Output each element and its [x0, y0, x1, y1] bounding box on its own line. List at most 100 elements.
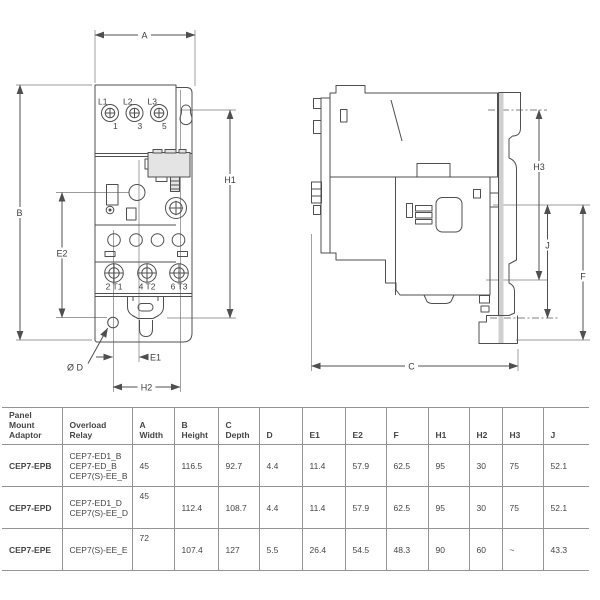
front-view: L1 L2 L3 1 3 5: [13, 29, 240, 393]
value-cell: 62.5: [386, 444, 429, 487]
cassette: [147, 152, 191, 178]
dim-label-hole-d: Ø D: [67, 363, 84, 373]
value-cell: 127: [218, 528, 260, 571]
dim-label-h2: H2: [141, 383, 153, 393]
value-cell: 4.4: [259, 444, 303, 487]
value-cell: ~: [502, 528, 544, 571]
terminal-pole-3: 3: [138, 121, 143, 131]
value-cell: 95: [428, 486, 470, 529]
dim-e1: E1: [96, 353, 161, 363]
value-cell: 52.1: [543, 444, 589, 487]
dim-b: B: [13, 84, 26, 341]
value-cell: 48.3: [386, 528, 429, 571]
value-cell: 72: [132, 528, 175, 571]
dim-j: J: [542, 204, 553, 319]
terminal-screw: [169, 263, 189, 283]
dim-label-a: A: [141, 31, 147, 41]
header-cell: H3: [502, 407, 544, 445]
value-cell: 107.4: [174, 528, 219, 571]
terminal-label-t1: 2 T1: [106, 282, 123, 292]
terminal-screw: [137, 263, 157, 283]
dim-label-j: J: [545, 241, 550, 251]
dim-e2: E2: [53, 192, 71, 318]
value-cell: 108.7: [218, 486, 260, 529]
value-cell: 112.4: [174, 486, 219, 529]
value-cell: 57.9: [345, 486, 387, 529]
dim-label-h3: H3: [533, 162, 545, 172]
value-cell: 54.5: [345, 528, 387, 571]
value-cell: 75: [502, 486, 544, 529]
dim-label-f: F: [580, 272, 586, 282]
terminal-screw: [104, 263, 124, 283]
dim-label-e2: E2: [56, 249, 67, 259]
value-cell: 11.4: [302, 444, 346, 487]
dim-h1: H1: [220, 109, 240, 319]
value-cell: 116.5: [174, 444, 219, 487]
value-cell: 30: [469, 486, 503, 529]
dim-label-h1: H1: [224, 175, 236, 185]
header-cell: E1: [302, 407, 346, 445]
relay-front-body: [94, 84, 193, 343]
terminal-screw: [125, 104, 144, 122]
terminal-screw: [150, 104, 168, 122]
value-cell: 60: [469, 528, 503, 571]
header-cell: D: [259, 407, 303, 445]
terminal-label-t3: 6 T3: [171, 282, 188, 292]
header-cell: F: [386, 407, 429, 445]
value-cell: 5.5: [259, 528, 303, 571]
dim-a: A: [94, 29, 196, 41]
relay-cell: CEP7(S)-EE_E: [62, 528, 133, 571]
value-cell: 92.7: [218, 444, 260, 487]
terminal-pole-5: 5: [162, 121, 167, 131]
dim-c: C: [311, 360, 519, 372]
adjust-stem: [170, 176, 180, 192]
dim-label-c: C: [408, 362, 415, 372]
reset-button: [106, 184, 119, 206]
adjustment-dial: [165, 197, 187, 219]
adaptor-cell: CEP7-EPD: [2, 486, 63, 529]
value-cell: 52.1: [543, 486, 589, 529]
test-button: [128, 184, 146, 201]
relay-side-body: [311, 85, 499, 304]
header-cell: Overload Relay: [62, 407, 133, 445]
header-cell: H1: [428, 407, 470, 445]
value-cell: 4.4: [259, 486, 303, 529]
value-cell: 90: [428, 528, 470, 571]
terminal-label-l3: L3: [148, 97, 158, 107]
adaptor-cell: CEP7-EPB: [2, 444, 63, 487]
dimension-drawing: L1 L2 L3 1 3 5: [13, 29, 590, 393]
value-cell: 95: [428, 444, 470, 487]
line-terminals: L1 L2 L3 1 3 5: [98, 97, 168, 131]
value-cell: 11.4: [302, 486, 346, 529]
terminal-label-l2: L2: [123, 97, 133, 107]
value-cell: 30: [469, 444, 503, 487]
din-clip-front: [107, 297, 164, 337]
terminal-label-t2: 4 T2: [139, 282, 156, 292]
load-terminals: 2 T1 4 T2 6 T3: [104, 263, 189, 292]
header-cell: H2: [469, 407, 503, 445]
terminal-pole-1: 1: [113, 121, 118, 131]
dim-label-b: B: [16, 208, 22, 218]
keyhole-slot: [179, 104, 193, 126]
terminal-label-l1: L1: [98, 97, 108, 107]
adaptor-cell: CEP7-EPE: [2, 528, 63, 571]
dim-h3: H3: [529, 109, 549, 281]
header-cell: J: [543, 407, 589, 445]
dim-hole-d: Ø D: [67, 327, 109, 373]
value-cell: 45: [132, 486, 175, 529]
value-cell: 57.9: [345, 444, 387, 487]
dim-h2: H2: [112, 381, 181, 393]
value-cell: 62.5: [386, 486, 429, 529]
value-cell: 75: [502, 444, 544, 487]
dim-f: F: [577, 204, 589, 341]
